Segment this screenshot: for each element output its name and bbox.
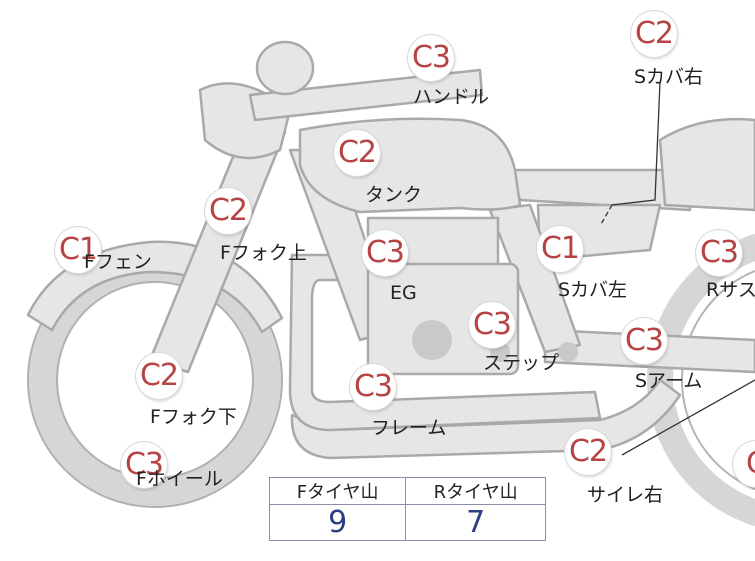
grade-badge-engine: C3 [362, 230, 408, 276]
grade-badge-front-fender: C1 [55, 227, 101, 273]
grade-badge-front-wheel: C3 [121, 442, 167, 488]
grade-badge-fork-lower: C2 [136, 353, 182, 399]
seat-shape [658, 117, 755, 212]
grade-badge-frame: C3 [350, 364, 396, 410]
engine-body-shape [366, 262, 520, 376]
part-label-seat-cover-l: Sカバ左 [558, 279, 628, 301]
step-dot-2 [558, 342, 578, 362]
seat-cover-r-leader [611, 81, 661, 206]
grade-badge-fork-upper: C2 [205, 188, 251, 234]
grade-badge-muffler-r: C2 [565, 429, 611, 475]
part-label-front-wheel: Fホイール [136, 468, 223, 490]
rear-tread-header: Rタイヤ山 [405, 477, 546, 505]
part-label-engine: EG [390, 282, 417, 304]
part-label-front-fender: Fフェン [84, 251, 152, 273]
rear-tread-value: 7 [405, 504, 546, 541]
mirror-shape [255, 40, 315, 96]
front-tread-value: 9 [268, 504, 407, 541]
part-label-muffler-r: サイレ右 [587, 484, 664, 506]
part-label-fork-upper: Fフォク上 [220, 242, 307, 264]
grade-badge-rear-wheel: C [733, 441, 755, 487]
part-label-frame: フレーム [371, 417, 447, 439]
grade-badge-seat-cover-r: C2 [631, 11, 677, 57]
handlebar-shape [248, 68, 484, 122]
front-tread-header: Fタイヤ山 [268, 477, 407, 505]
part-label-fork-lower: Fフォク下 [150, 406, 237, 428]
grade-badge-rear-susp: C3 [696, 230, 742, 276]
part-label-swing-arm: Sアーム [635, 370, 703, 392]
grade-badge-step: C3 [469, 302, 515, 348]
part-label-seat-cover-r: Sカバ右 [634, 66, 704, 88]
part-label-step: ステップ [483, 352, 560, 374]
tire-tread-table: Fタイヤ山 Rタイヤ山 9 7 [268, 477, 546, 541]
grade-badge-tank: C2 [334, 130, 380, 176]
grade-badge-swing-arm: C3 [621, 318, 667, 364]
grade-badge-seat-cover-l: C1 [537, 226, 583, 272]
part-label-rear-susp: Rサス [706, 279, 755, 301]
seat-cover-r-leader-dash [599, 204, 613, 227]
engine-cover-dot [412, 320, 452, 360]
part-label-tank: タンク [365, 184, 423, 206]
rear-wheel-rim [681, 269, 755, 491]
exhaust-shape [288, 253, 602, 432]
grade-badge-handle: C3 [408, 35, 454, 81]
muffler-r-leader [621, 379, 755, 456]
part-label-handle: ハンドル [413, 86, 490, 108]
